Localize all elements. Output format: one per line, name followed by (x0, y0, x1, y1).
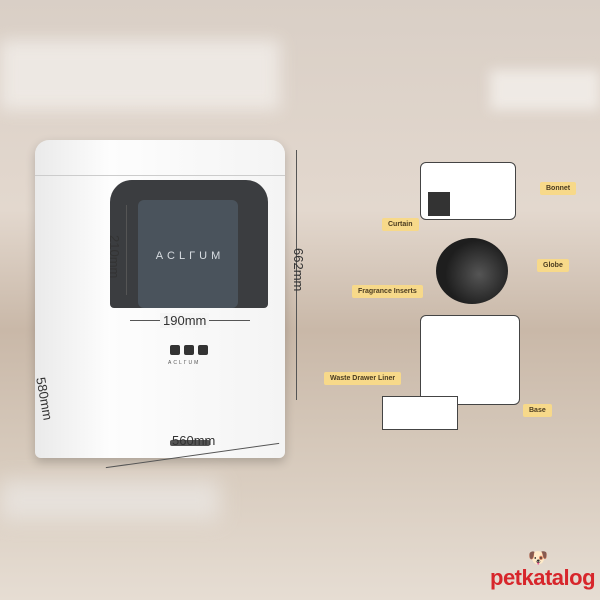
control-button (170, 345, 180, 355)
width-label: 560mm (172, 433, 216, 448)
label-bonnet: Bonnet (540, 182, 577, 195)
height-label: 662mm (291, 248, 306, 292)
base-part (420, 315, 520, 405)
curtain-width-label: 190mm (160, 313, 210, 328)
curtain-height-label: 210mm (107, 235, 122, 279)
curtain-part (428, 192, 450, 216)
bonnet-seam (35, 175, 285, 176)
dimension-line (126, 205, 127, 295)
control-button (198, 345, 208, 355)
label-globe: Globe (537, 259, 569, 272)
control-buttons (170, 345, 208, 355)
waste-drawer-part (382, 396, 458, 430)
small-brand-logo: ACLΓUM (168, 360, 201, 366)
dog-logo-icon: 🐶 (528, 550, 548, 567)
watermark-logo: petkatalog (490, 565, 596, 590)
floor-reflection (0, 480, 220, 520)
curtain (138, 200, 238, 308)
globe-part (436, 238, 508, 304)
dimension-line (296, 150, 297, 400)
label-base: Base (523, 404, 552, 417)
ceiling-light (0, 40, 280, 110)
label-waste-drawer-liner: Waste Drawer Liner (324, 372, 402, 385)
ceiling-light (490, 70, 600, 110)
label-curtain: Curtain (382, 218, 419, 231)
brand-logo: ACLΓUM (155, 250, 225, 262)
drawer-handle (170, 440, 210, 446)
label-fragrance-inserts: Fragrance Inserts (352, 285, 423, 298)
control-button (184, 345, 194, 355)
bonnet-part (420, 162, 516, 220)
